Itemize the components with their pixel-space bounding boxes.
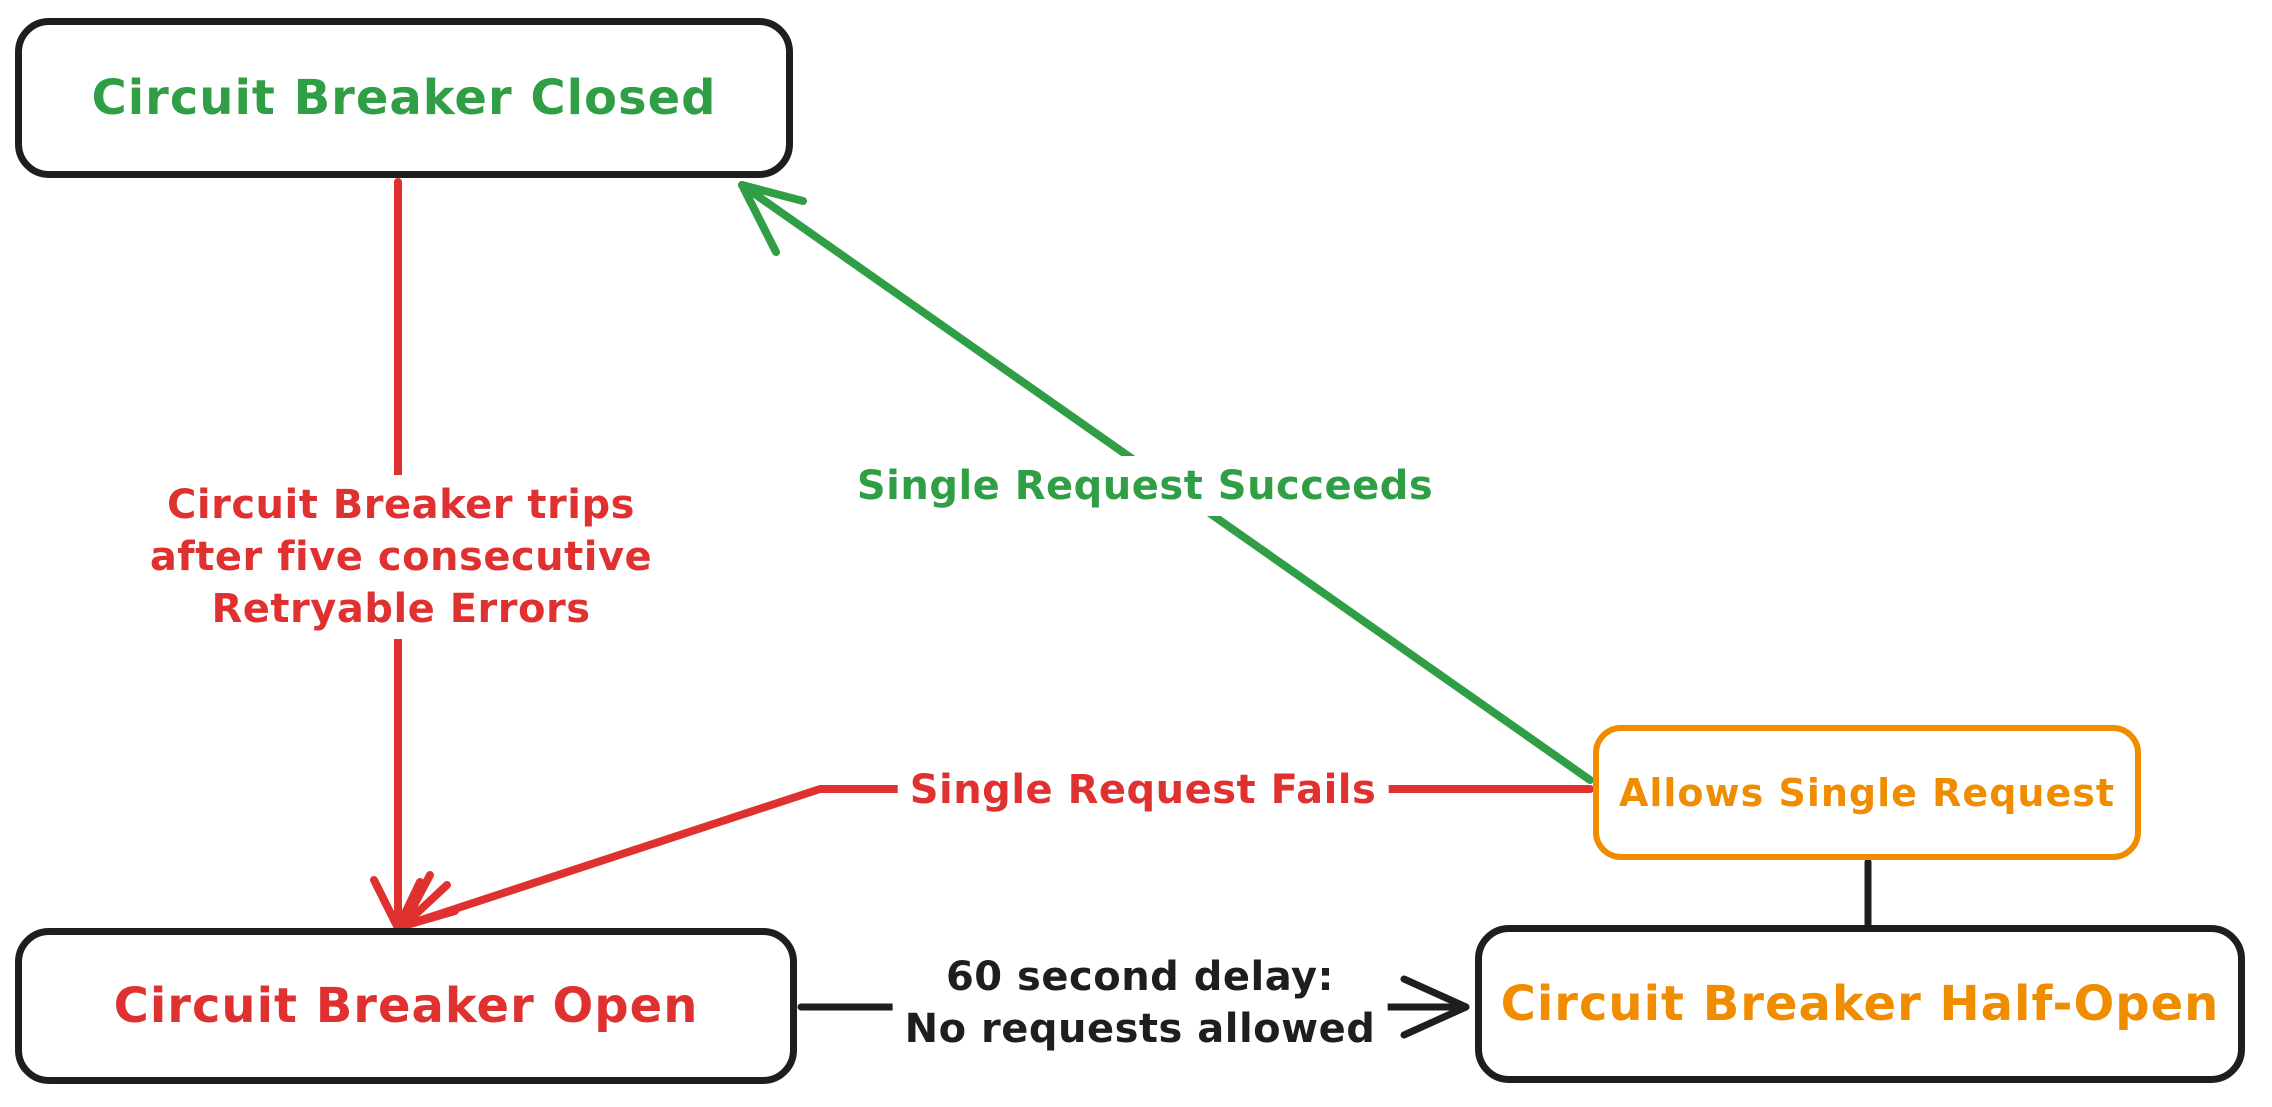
edge-label-delay-line2: No requests allowed: [904, 1006, 1376, 1052]
edge-label-fails-text: Single Request Fails: [909, 767, 1377, 813]
edge-delay-arrowhead: [1400, 975, 1470, 1039]
edge-label-delay[interactable]: 60 second delay: No requests allowed: [892, 947, 1388, 1059]
edge-label-succeeds-text: Single Request Succeeds: [856, 463, 1434, 509]
node-allows-single-request[interactable]: Allows Single Request: [1593, 725, 2141, 860]
node-half-open-label: Circuit Breaker Half-Open: [1500, 976, 2220, 1032]
edge-fails-arrowhead: [399, 871, 459, 930]
edge-label-trips-line3: Retryable Errors: [211, 586, 591, 632]
edge-label-trips[interactable]: Circuit Breaker trips after five consecu…: [137, 475, 665, 639]
node-closed-label: Circuit Breaker Closed: [91, 70, 717, 126]
edge-succeeds-arrowhead: [738, 181, 807, 256]
edge-label-delay-line1: 60 second delay:: [945, 954, 1335, 1000]
edge-label-trips-line1: Circuit Breaker trips: [167, 482, 635, 528]
edge-label-fails[interactable]: Single Request Fails: [897, 760, 1389, 820]
node-open-label: Circuit Breaker Open: [113, 978, 699, 1034]
node-circuit-breaker-open[interactable]: Circuit Breaker Open: [15, 928, 797, 1084]
node-circuit-breaker-closed[interactable]: Circuit Breaker Closed: [15, 18, 793, 178]
edge-label-succeeds[interactable]: Single Request Succeeds: [844, 456, 1446, 516]
node-circuit-breaker-half-open[interactable]: Circuit Breaker Half-Open: [1475, 925, 2245, 1083]
node-allows-label: Allows Single Request: [1618, 770, 2116, 815]
edge-label-trips-line2: after five consecutive: [149, 534, 653, 580]
